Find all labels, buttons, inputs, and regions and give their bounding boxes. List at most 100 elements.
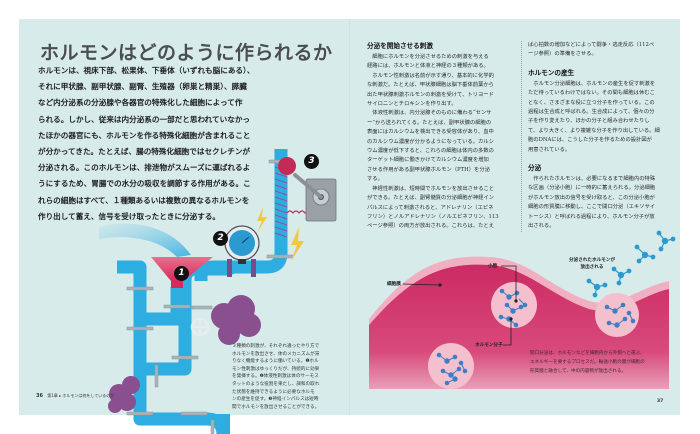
label-line: 放出される bbox=[580, 265, 604, 270]
intro-line: 作り出して蓄え、信号を受け取ったときに分泌する。 bbox=[38, 211, 221, 221]
badge-3: 3 bbox=[304, 154, 319, 169]
lightning-icon bbox=[291, 227, 304, 261]
exocytosis-diagram bbox=[369, 230, 676, 389]
label-released-hormone: 分泌されたホルモンが 放出される bbox=[569, 257, 615, 271]
body-line: 細胞の形質膜に移動し、ここで開口分泌（エキソサイ bbox=[528, 204, 656, 211]
body-line: ホルモン分泌細胞は、ホルモンの産生を促す刺激を bbox=[528, 80, 656, 87]
text-column-1: 分泌を開始させる刺激 細胞にホルモンを分泌させるための刺激を与える 経路には、ホ… bbox=[367, 41, 517, 232]
body-line: ただ待っているわけではない。その間も細胞は休むこ bbox=[528, 90, 655, 97]
body-line: な区画（分泌小胞）に一時的に蓄えられる。分泌細胞 bbox=[528, 185, 656, 192]
body-line: トーシス）と呼ばれる過程により、ホルモン分子が放 bbox=[528, 213, 655, 220]
smoke-cloud bbox=[108, 376, 140, 413]
body-line: 出た甲状腺刺激ホルモンの刺激を受けて、トリヨード bbox=[367, 91, 494, 98]
body-line: 用意されている。 bbox=[528, 146, 571, 153]
intro-line: それに甲状腺、副甲状腺、副腎、生殖器（卵巣と精巣）、膵臓 bbox=[38, 82, 247, 92]
book-spread: ホルモンはどのように作られるか ホルモンは、視床下部、松果体、下垂体（いずれも脳… bbox=[19, 19, 680, 434]
intro-paragraph: ホルモンは、視床下部、松果体、下垂体（いずれも脳にある）、 それに甲状腺、副甲状… bbox=[38, 63, 278, 225]
body-line: ページ参照）の両方が放出される。これらは、たとえ bbox=[367, 223, 495, 230]
body-line: ウム濃度が低下すると、これらの細胞は体内の多数の bbox=[367, 148, 494, 155]
pipe-overflow bbox=[217, 414, 230, 434]
intro-line: うにするため、胃腸での水分の吸収を調節する作用がある。こ bbox=[38, 179, 251, 189]
body-line: 経路には、ホルモンと体液と神経の３種類がある。 bbox=[367, 63, 489, 70]
body-line: な刺激だ。たとえば、甲状腺細胞は脳下垂体前葉から bbox=[367, 82, 494, 89]
body-line: 出される。 bbox=[528, 223, 555, 230]
pipe-machine-illustration bbox=[99, 149, 337, 434]
body-line: ば心拍数の増加などによって闘争・逃走反応（112ペ bbox=[528, 42, 655, 48]
caption-line: りなく機能するように働いている。❶ホル bbox=[232, 359, 319, 365]
page-number-left: 36 bbox=[36, 393, 43, 399]
lever-knob bbox=[278, 157, 296, 175]
lever bbox=[293, 173, 323, 199]
body-line: 神経性刺激は、短時間でホルモンを放出させること bbox=[367, 185, 495, 192]
chapter-label: 第1章 ▸ ホルモンは何をしているのか bbox=[47, 393, 115, 398]
body-line: 作られたホルモンは、必要になるまで細胞内の特殊 bbox=[528, 176, 656, 183]
body-line: 体液性刺激は、内分泌腺そのものに備わる“センサ bbox=[367, 110, 492, 117]
intro-line: ホルモンは、視床下部、松果体、下垂体（いずれも脳にある）、 bbox=[38, 66, 255, 75]
released-molecules bbox=[586, 230, 676, 298]
caption-line: 形質膜と融合して、中の内容物が放出される。 bbox=[530, 368, 627, 374]
caption-line: ホルモンを放出させ、体のメカニズムが滞 bbox=[232, 351, 320, 357]
intro-line: など内分泌系の分泌腺や各器官の特殊化した細胞によって作 bbox=[38, 98, 243, 108]
leader-hormone bbox=[503, 319, 512, 346]
caption-line: モン性刺激はゆっくりだが、持続的に効果 bbox=[232, 366, 320, 372]
body-line: 細胞にホルモンを分泌させるための刺激を与える bbox=[367, 54, 489, 60]
caption-line: 間でホルモンを放出させることができる。 bbox=[232, 404, 320, 410]
caption-line: タットのような役割を果たし、調和の取れ bbox=[232, 381, 320, 387]
intro-line: れらの細胞はすべて、１種類あるいは複数の異なるホルモンを bbox=[38, 195, 250, 205]
caption-line: ３種類の刺激が、それぞれ違ったやり方で bbox=[232, 344, 320, 349]
caption-line: エネルギーを要するプロセスだ。輸送小胞の膜が細胞の bbox=[530, 359, 645, 365]
label-hormone-molecule: ホルモン分子 bbox=[475, 343, 503, 348]
caption-line: を発揮する。❷体液性刺激は体のサーモス bbox=[232, 374, 319, 380]
label-line: 分泌されたホルモンが bbox=[569, 258, 615, 263]
body-line: ージ参照）の準備をさせる。 bbox=[528, 51, 597, 58]
diagram-caption: 開口分泌は、ホルモンなどを細胞内から外側へと運ぶ、 エネルギーを要するプロセスだ… bbox=[530, 350, 670, 376]
intro-line: られる。しかし、従来は内分泌系の一部だと思われていなかっ bbox=[38, 114, 251, 124]
body-line: 過程は生合成と呼ばれる。生合成によって、個々の分 bbox=[528, 109, 655, 116]
body-line: サイロニンとチロキシンを作り出す。 bbox=[367, 101, 457, 108]
body-line: がホルモン放出の信号を受け取ると、この分泌小胞が bbox=[528, 194, 655, 201]
section-heading: 分泌を開始させる刺激 bbox=[367, 42, 433, 50]
caption-line: ンの産生を促す。❸神経インパルスは短時 bbox=[232, 397, 319, 403]
label-cell-membrane: 細胞膜 bbox=[387, 282, 401, 287]
body-line: させる作用がある副甲状腺ホルモン（PTH）を分泌 bbox=[367, 166, 490, 173]
body-line: のカルシウム濃度が分かるようになっている。カルシ bbox=[367, 138, 494, 145]
body-line: 表面にはカルシウムを検出できる受容体があり、血中 bbox=[367, 129, 494, 136]
caption-line: た状態を維持できるように必要なホルモ bbox=[232, 389, 315, 395]
caption-line: 開口分泌は、ホルモンなどを細胞内から外側へと運ぶ、 bbox=[530, 351, 645, 356]
page-number-right: 37 bbox=[657, 399, 664, 404]
left-page-footer: 36 第1章 ▸ ホルモンは何をしているのか bbox=[36, 393, 114, 399]
water-spray bbox=[99, 223, 191, 257]
page-title: ホルモンはどのように作られるか bbox=[40, 42, 333, 64]
body-line: 胞のDNAには、こうした分子を作るための設計図が bbox=[528, 137, 652, 144]
intro-line: たほかの器官にも、ホルモンを作る特殊化細胞が含まれること bbox=[38, 130, 251, 140]
label-vesicle: 小胞 bbox=[488, 264, 498, 269]
wire bbox=[286, 208, 311, 214]
section-heading: ホルモンの産生 bbox=[528, 68, 575, 77]
intro-line: が分かってきた。たとえば、腸の特殊化細胞ではセクレチンが bbox=[38, 147, 251, 157]
body-line: ー”から送られてくる。たとえば、副甲状腺の細胞の bbox=[367, 119, 492, 126]
body-line: パルスによって刺激されると、アドレナリン（エピネ bbox=[367, 204, 494, 211]
text-column-2: ば心拍数の増加などによって闘争・逃走反応（112ペ ージ参照）の準備をさせる。 … bbox=[521, 41, 666, 232]
body-line: 子を作り変えたり、ほかの分子と組み合わせたりし bbox=[528, 118, 650, 125]
smoke-cloud bbox=[211, 295, 261, 345]
body-line: ホルモン性刺激は名前が示す通り、基本的に化学的 bbox=[367, 72, 494, 79]
body-line: となく、さまざまな役に立つ分子を作っている。この bbox=[528, 99, 655, 106]
body-line: ができる。たとえば、副腎髄質の分泌細胞が神経イン bbox=[367, 195, 495, 202]
pipe-gauge bbox=[194, 149, 288, 284]
leader-cell-membrane bbox=[402, 283, 441, 286]
lightning-icon bbox=[257, 207, 267, 233]
intro-line: 分泌される。このホルモンは、排泄物がスムーズに運ばれるよ bbox=[38, 163, 251, 173]
leader-vesicle bbox=[501, 265, 517, 301]
badge-1: 1 bbox=[174, 266, 189, 281]
badge-2: 2 bbox=[213, 231, 228, 246]
flange bbox=[227, 259, 232, 277]
flange bbox=[251, 259, 256, 277]
hormone-molecules bbox=[436, 288, 636, 386]
page-gutter bbox=[349, 19, 350, 415]
body-line: する。 bbox=[367, 176, 383, 183]
body-line: て、より大きく、より複雑な分子を作り出している。細 bbox=[528, 127, 660, 134]
body-line: ターゲット細胞に働きかけてカルシウム濃度を増加 bbox=[367, 157, 489, 164]
illustration-caption: ３種類の刺激が、それぞれ違ったやり方で ホルモンを放出させ、体のメカニズムが滞 … bbox=[232, 343, 347, 411]
section-heading: 分泌 bbox=[528, 164, 542, 173]
body-line: フリン）とノルアドレナリン（ノルエピネフリン、113 bbox=[367, 213, 499, 220]
